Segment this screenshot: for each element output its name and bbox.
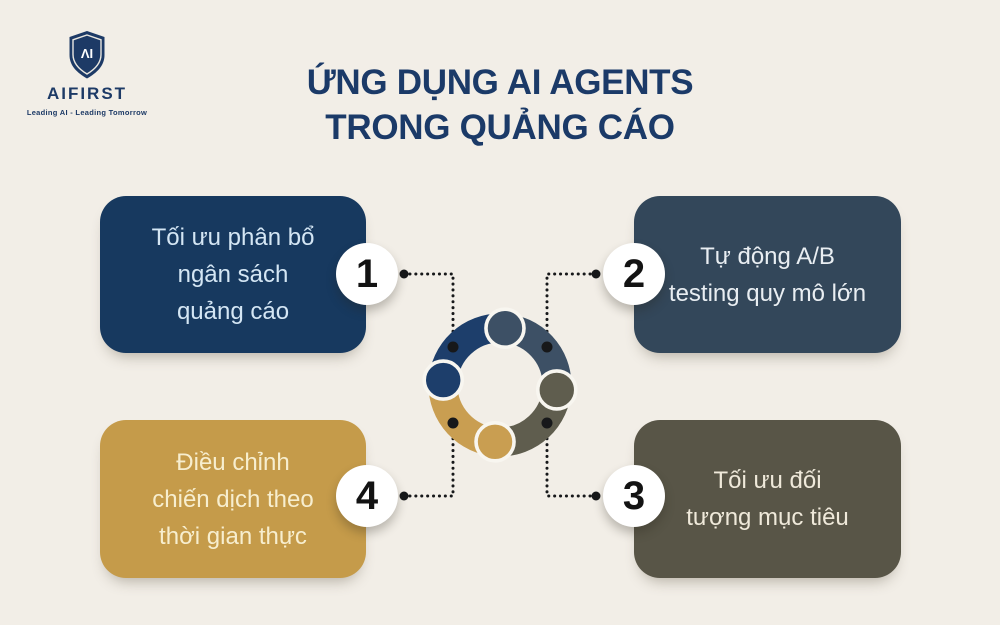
card-item-2: Tự động A/B testing quy mô lớn [634, 196, 901, 353]
brand-name: AIFIRST [46, 84, 128, 103]
number-badge-1: 1 [336, 243, 398, 305]
badge-number: 4 [355, 473, 379, 518]
connector-2 [545, 272, 598, 349]
connector-lines [402, 272, 598, 498]
ring-dot-3 [541, 417, 553, 429]
badge-number: 2 [622, 251, 646, 296]
card-item-4: Điều chỉnh chiến dịch theo thời gian thự… [100, 420, 366, 578]
badge-dot-3 [591, 491, 601, 501]
page-title: ỨNG DỤNG AI AGENTS TRONG QUẢNG CÁO [0, 60, 1000, 150]
card-2-line: testing quy mô lớn [668, 279, 867, 307]
badge-dot-2 [591, 269, 601, 279]
title-line-1: ỨNG DỤNG AI AGENTS [306, 63, 694, 102]
brand-tagline: Leading AI - Leading Tomorrow [26, 108, 148, 117]
aifirst-shield-icon: ΛI [69, 31, 105, 79]
card-3-line: tượng mục tiêu [686, 504, 849, 531]
connector-dots [399, 269, 601, 501]
shield-monogram: ΛI [81, 46, 93, 61]
number-badge-2: 2 [603, 243, 665, 305]
connector-1 [402, 272, 455, 349]
card-1-line: ngân sách [177, 261, 289, 288]
badge-dot-4 [399, 491, 409, 501]
ring-dot-1 [447, 341, 459, 353]
ring-dot-4 [447, 417, 459, 429]
card-4-line: chiến dịch theo [152, 485, 314, 513]
connector-4 [402, 421, 455, 498]
card-1-line: Tối ưu phân bổ [151, 224, 315, 251]
donut-head-olive [535, 369, 578, 411]
card-3-line: Tối ưu đối [713, 467, 822, 494]
shield-inner-border [72, 34, 102, 75]
title-line-2: TRONG QUẢNG CÁO [325, 108, 675, 147]
donut-head-slate [484, 307, 526, 350]
number-badge-3: 3 [603, 465, 665, 527]
ring-dot-2 [541, 341, 553, 353]
connector-3 [545, 421, 598, 498]
badge-dot-1 [399, 269, 409, 279]
badge-number: 3 [622, 473, 646, 518]
donut-head-navy [422, 359, 465, 401]
badge-number: 1 [355, 251, 379, 296]
donut-head-gold [474, 420, 516, 463]
card-2-line: Tự động A/B [700, 242, 835, 270]
number-badge-4: 4 [336, 465, 398, 527]
aifirst-logo: ΛI AIFIRST Leading AI - Leading Tomorrow [22, 30, 152, 117]
card-item-1: Tối ưu phân bổ ngân sách quảng cáo [100, 196, 366, 353]
card-1-line: quảng cáo [176, 298, 290, 325]
card-item-3: Tối ưu đối tượng mục tiêu [634, 420, 901, 578]
card-4-line: thời gian thực [159, 522, 307, 550]
card-4-line: Điều chỉnh [176, 448, 290, 476]
